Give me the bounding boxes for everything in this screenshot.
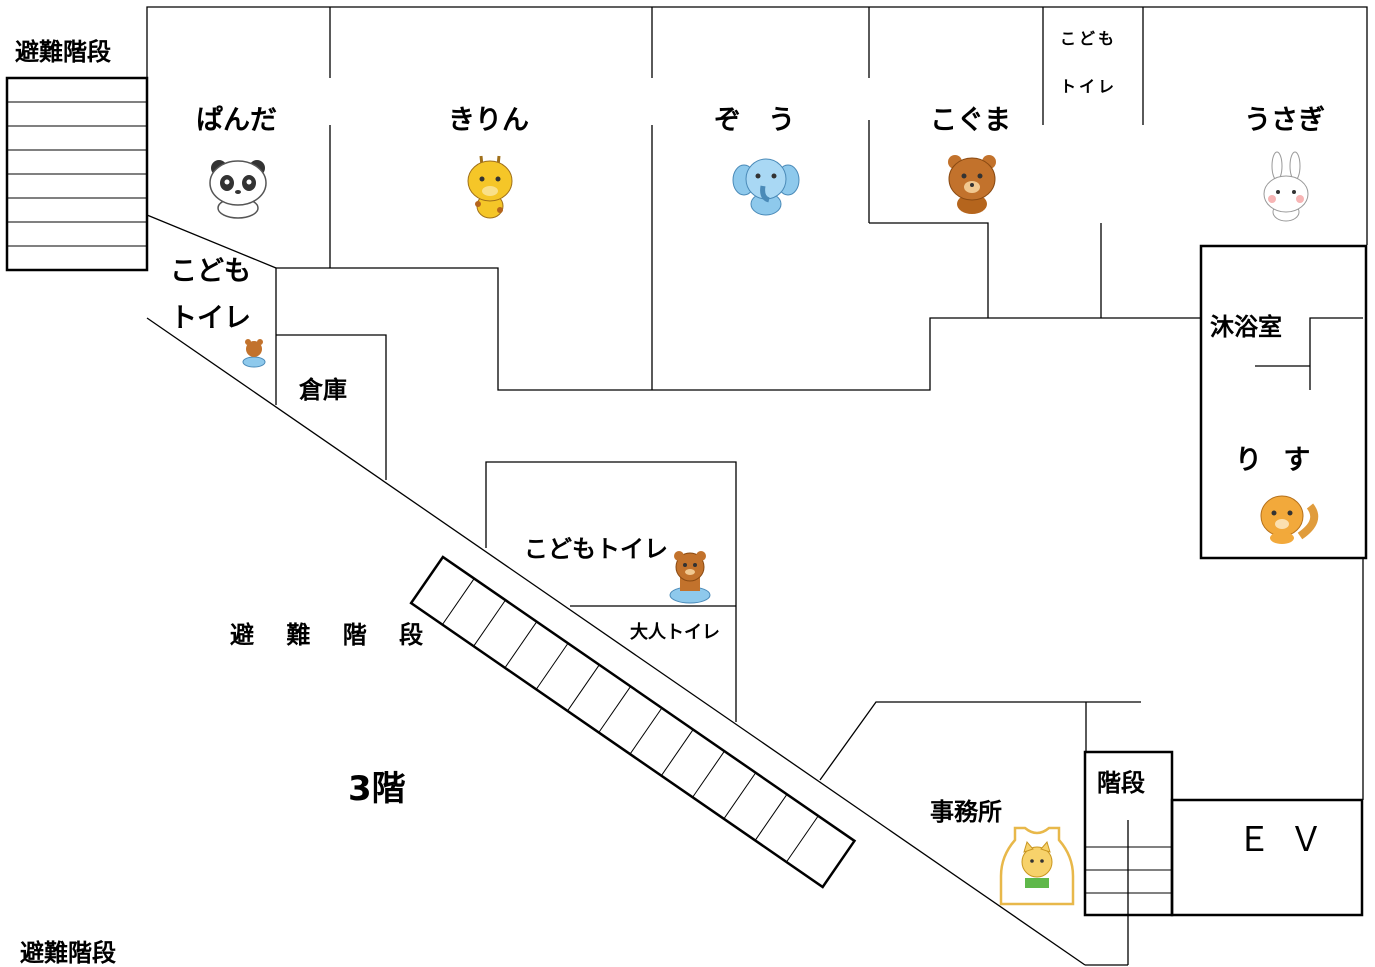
bear-toilet-icon (242, 339, 266, 368)
elevator-label: ＥＶ (1237, 820, 1341, 860)
room-label-usagi: うさぎ (1244, 105, 1325, 136)
cat-apron-icon (999, 826, 1075, 906)
stairs-label-top-left: 避難階段 (15, 38, 111, 66)
giraffe-icon (467, 155, 513, 219)
stairs-label-middle: 避 難 階 段 (230, 621, 436, 649)
room-label-kirin: きりん (448, 105, 529, 136)
bear-toilet-icon-center (669, 551, 711, 604)
toilet-label-left-line2: トイレ (170, 303, 251, 334)
outer-wall (146, 6, 1368, 245)
squirrel-icon (1260, 495, 1319, 544)
toilet-label-center: こどもトイレ (524, 535, 668, 563)
toilet-label-adult: 大人トイレ (630, 622, 720, 643)
rabbit-icon (1263, 151, 1309, 222)
toilet-label-left-line1: こども (170, 256, 251, 287)
stairs-top-left (5, 76, 149, 272)
room-label-panda: ぱんだ (196, 105, 277, 136)
diagonal-wall (146, 317, 1086, 966)
room-label-risu: り す (1235, 445, 1317, 476)
toilet-label-top-line2: トイレ (1060, 77, 1118, 96)
room-label-office: 事務所 (930, 798, 1002, 826)
stairs-small (1083, 750, 1174, 917)
room-risu (1199, 244, 1368, 560)
room-label-storage: 倉庫 (299, 376, 347, 404)
panda-icon (209, 160, 267, 219)
stairs-diagonal (409, 555, 857, 889)
toilet-label-top-line1: こども (1060, 29, 1118, 48)
elevator (1170, 798, 1364, 917)
bear-icon (948, 155, 996, 214)
elephant-icon (732, 158, 800, 216)
room-label-koguma: こぐま (930, 105, 1011, 136)
floor-label: 3階 (348, 769, 406, 809)
room-label-zou: ぞ う (714, 105, 795, 136)
room-label-bath: 沐浴室 (1210, 313, 1282, 341)
stairs-label-small: 階段 (1097, 769, 1145, 797)
stairs-label-bottom-left: 避難階段 (20, 939, 116, 967)
